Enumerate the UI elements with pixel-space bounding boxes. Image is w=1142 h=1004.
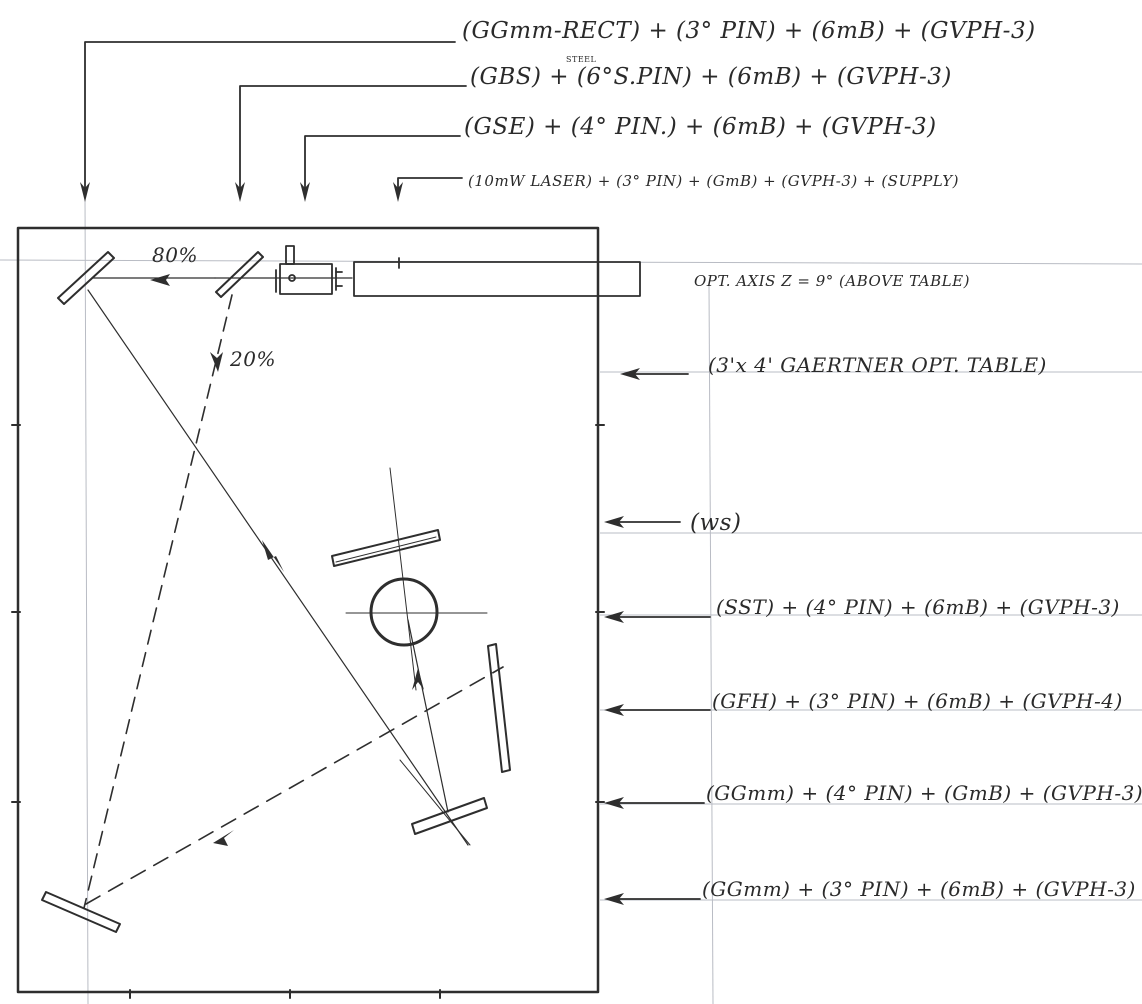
- optical-table-frame: [16, 226, 600, 994]
- label-gfh: (GFH) + (3° PIN) + (6mB) + (GVPH-4): [712, 689, 1123, 713]
- mirror-bottom-left: [41, 891, 121, 933]
- down-arrow-icon-20: [210, 352, 223, 372]
- frame-tick-marks: [11, 424, 605, 999]
- down-right-arrow-icon: [262, 540, 284, 572]
- down-arrow-icon: [80, 182, 403, 202]
- laser-tube: [353, 257, 641, 297]
- mirror-lower: [411, 797, 488, 835]
- left-arrow-icon-leaders: [604, 368, 640, 905]
- plate-holder: [331, 529, 441, 567]
- label-ggmm-3pin: (GGmm) + (3° PIN) + (6mB) + (GVPH-3): [702, 877, 1136, 901]
- beam-object-path: [87, 289, 469, 846]
- label-gse: (GSE) + (4° PIN.) + (6mB) + (GVPH-3): [464, 114, 937, 140]
- label-optical-table: (3'x 4' GAERTNER OPT. TABLE): [708, 353, 1047, 377]
- sample-object: [369, 577, 439, 647]
- mirror-top-left: [57, 251, 115, 305]
- beamsplitter: [215, 251, 264, 298]
- label-ggmm-rect: (GGmm-RECT) + (3° PIN) + (6mB) + (GVPH-3…: [462, 18, 1036, 44]
- right-leaders: [607, 373, 711, 900]
- label-ggmm-4pin: (GGmm) + (4° PIN) + (GmB) + (GVPH-3): [706, 781, 1142, 805]
- up-right-arrow-icon: [213, 830, 234, 846]
- label-20-percent: 20%: [229, 347, 276, 371]
- left-arrow-icon: [150, 274, 170, 286]
- beam-reference-dashed-2: [85, 666, 504, 905]
- label-gbs: (GBS) + (6°S.PIN) + (6mB) + (GVPH-3): [470, 64, 952, 90]
- label-steel-note: STEEL: [566, 55, 596, 64]
- grid-lines: [0, 194, 1142, 1004]
- beam-to-sample: [407, 619, 449, 813]
- mirror-right: [487, 643, 511, 773]
- top-leaders: [84, 41, 467, 193]
- label-ws: (ws): [690, 510, 741, 536]
- beam-reference-dashed-1: [83, 294, 233, 909]
- label-sst: (SST) + (4° PIN) + (6mB) + (GVPH-3): [716, 595, 1120, 619]
- spatial-filter: [275, 245, 343, 295]
- label-laser: (10mW LASER) + (3° PIN) + (GmB) + (GVPH-…: [468, 172, 959, 190]
- label-opt-axis: OPT. AXIS Z = 9° (ABOVE TABLE): [694, 272, 970, 290]
- label-80-percent: 80%: [152, 243, 198, 267]
